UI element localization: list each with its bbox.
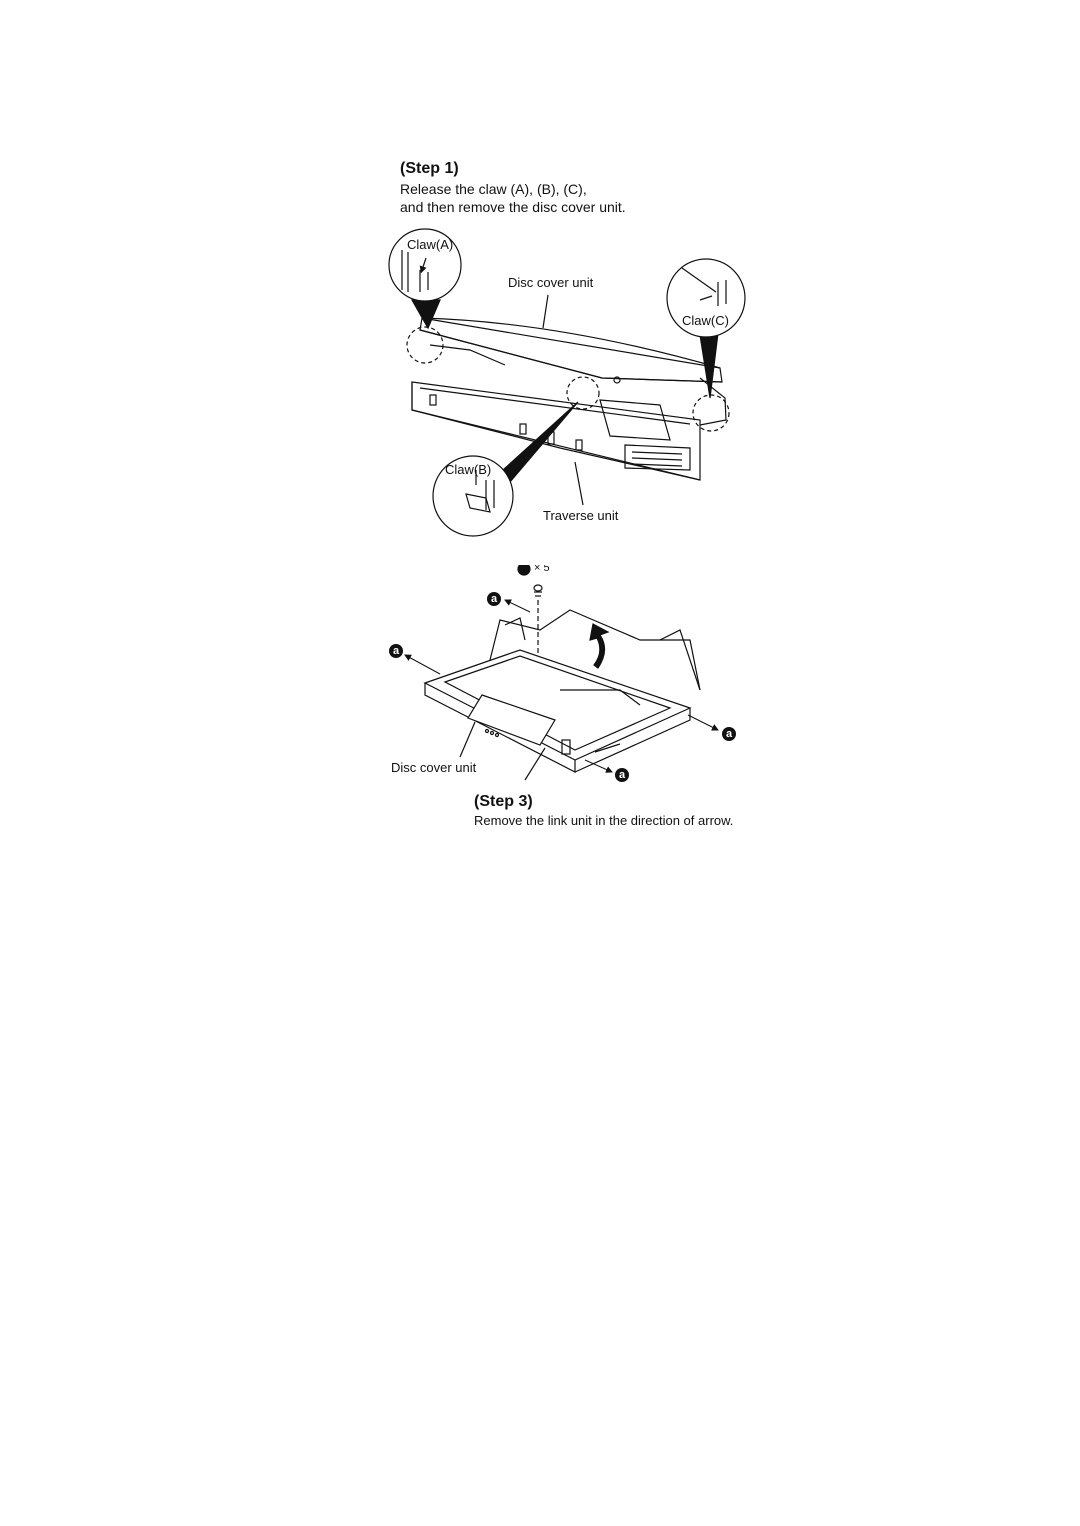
claw-a-location [406, 326, 444, 364]
claw-c-label: Claw(C) [682, 313, 729, 328]
step1-heading: (Step 1) [400, 160, 459, 177]
claw-c-zoom [666, 258, 746, 338]
disc-cover-tray-drawing [423, 609, 701, 773]
screw-count-label: × 5 [534, 565, 550, 573]
screw-marker-text: a [392, 645, 400, 657]
figure1-disc-cover-removal [388, 228, 746, 537]
screw-marker-badge: a [487, 592, 501, 606]
claw-a-zoom [388, 228, 462, 302]
screw-marker-text: a [490, 593, 498, 605]
claw-b-zoom [432, 455, 514, 537]
screw-marker-text: a [618, 769, 626, 781]
claw-b-location [566, 376, 600, 410]
screw-marker-text: a [725, 728, 733, 740]
step1-instruction-line-1: Release the claw (A), (B), (C), [400, 181, 587, 197]
screw-marker-badge: a [722, 727, 736, 741]
screw-marker-badge: a [389, 644, 403, 658]
disc-cover-unit-label: Disc cover unit [508, 275, 594, 290]
figure2-disc-cover-screws [404, 565, 719, 781]
direction-arrow [589, 623, 610, 669]
claw-b-label: Claw(B) [445, 462, 492, 477]
disc-cover-unit-label-2: Disc cover unit [391, 760, 477, 775]
traverse-unit-drawing [411, 381, 701, 481]
step3-heading: (Step 3) [474, 793, 533, 810]
claw-c-location [692, 394, 730, 432]
step1-instruction-line-2: and then remove the disc cover unit. [400, 199, 626, 215]
screw-icon [533, 584, 543, 597]
screw-marker-badge: a [615, 768, 629, 782]
traverse-unit-label: Traverse unit [543, 508, 619, 523]
screw-arrows [404, 599, 719, 773]
claw-a-label: Claw(A) [407, 237, 454, 252]
step3-instruction: Remove the link unit in the direction of… [474, 813, 734, 828]
